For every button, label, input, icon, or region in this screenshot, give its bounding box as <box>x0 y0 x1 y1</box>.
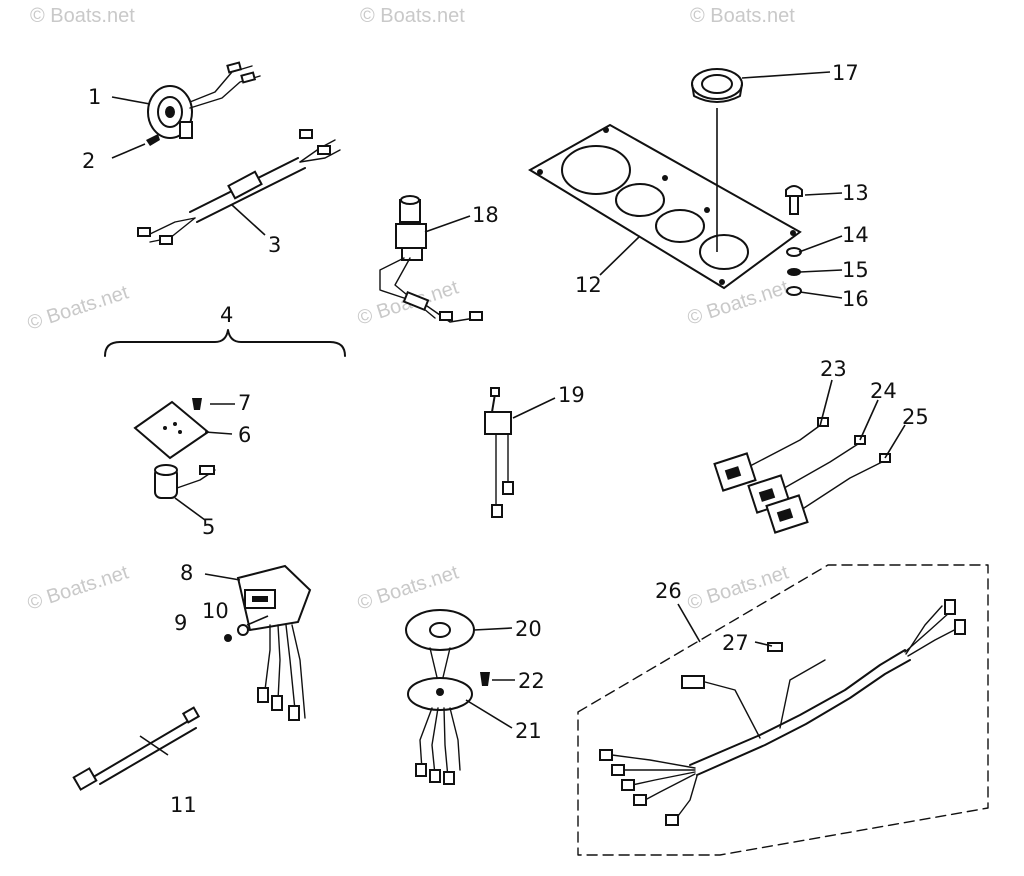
washer-screw-part <box>224 624 249 642</box>
callout-3: 3 <box>268 233 281 257</box>
mounting-plate-part <box>133 400 210 460</box>
kit-bracket <box>104 329 346 357</box>
callout-7: 7 <box>238 391 251 415</box>
watermark: © Boats.net <box>25 561 132 614</box>
callout-20: 20 <box>515 617 542 641</box>
callout-11: 11 <box>170 793 197 817</box>
callout-15: 15 <box>842 258 869 282</box>
callout-14: 14 <box>842 223 869 247</box>
callout-4: 4 <box>220 303 233 327</box>
callout-23: 23 <box>820 357 847 381</box>
toggle-switch-part <box>484 387 514 518</box>
watermark: © Boats.net <box>685 561 792 614</box>
callout-18: 18 <box>472 203 499 227</box>
rectifier-part <box>236 564 312 721</box>
callout-8: 8 <box>180 561 193 585</box>
connector-set-part <box>713 417 891 534</box>
watermark: © Boats.net <box>355 561 462 614</box>
callout-24: 24 <box>870 379 897 403</box>
lamp-socket-part <box>154 464 216 499</box>
watermark: © Boats.net <box>30 5 135 27</box>
callout-25: 25 <box>902 405 929 429</box>
callout-5: 5 <box>202 515 215 539</box>
callout-16: 16 <box>842 287 869 311</box>
gauge-panel-part <box>528 123 802 290</box>
watermark: © Boats.net <box>360 5 465 27</box>
main-harness-part <box>577 564 989 856</box>
callout-13: 13 <box>842 181 869 205</box>
callout-2: 2 <box>82 149 95 173</box>
callout-19: 19 <box>558 383 585 407</box>
callout-21: 21 <box>515 719 542 743</box>
callout-6: 6 <box>238 423 251 447</box>
key-switch-part <box>379 195 483 323</box>
buzzer-part <box>147 61 261 139</box>
gauge-mount-part <box>405 609 490 785</box>
callout-10: 10 <box>202 599 229 623</box>
extension-harness-part <box>137 129 341 245</box>
watermark: © Boats.net <box>25 281 132 334</box>
callout-22: 22 <box>518 669 545 693</box>
leader-lines <box>111 71 906 756</box>
callout-1: 1 <box>88 85 101 109</box>
callout-27: 27 <box>722 631 749 655</box>
plate-screw-part <box>192 398 202 410</box>
screw-part <box>146 134 160 146</box>
fastener-set-part <box>785 185 803 296</box>
watermarks: © Boats.net © Boats.net © Boats.net © Bo… <box>25 5 795 615</box>
callout-12: 12 <box>575 273 602 297</box>
grommet-part <box>691 68 743 252</box>
cable-part <box>72 706 201 791</box>
callout-9: 9 <box>174 611 187 635</box>
watermark: © Boats.net <box>690 5 795 27</box>
callout-17: 17 <box>832 61 859 85</box>
callout-labels: 1 2 3 4 5 6 7 8 9 10 11 12 13 14 15 16 1… <box>82 61 929 817</box>
watermark: © Boats.net <box>685 276 792 329</box>
callout-26: 26 <box>655 579 682 603</box>
